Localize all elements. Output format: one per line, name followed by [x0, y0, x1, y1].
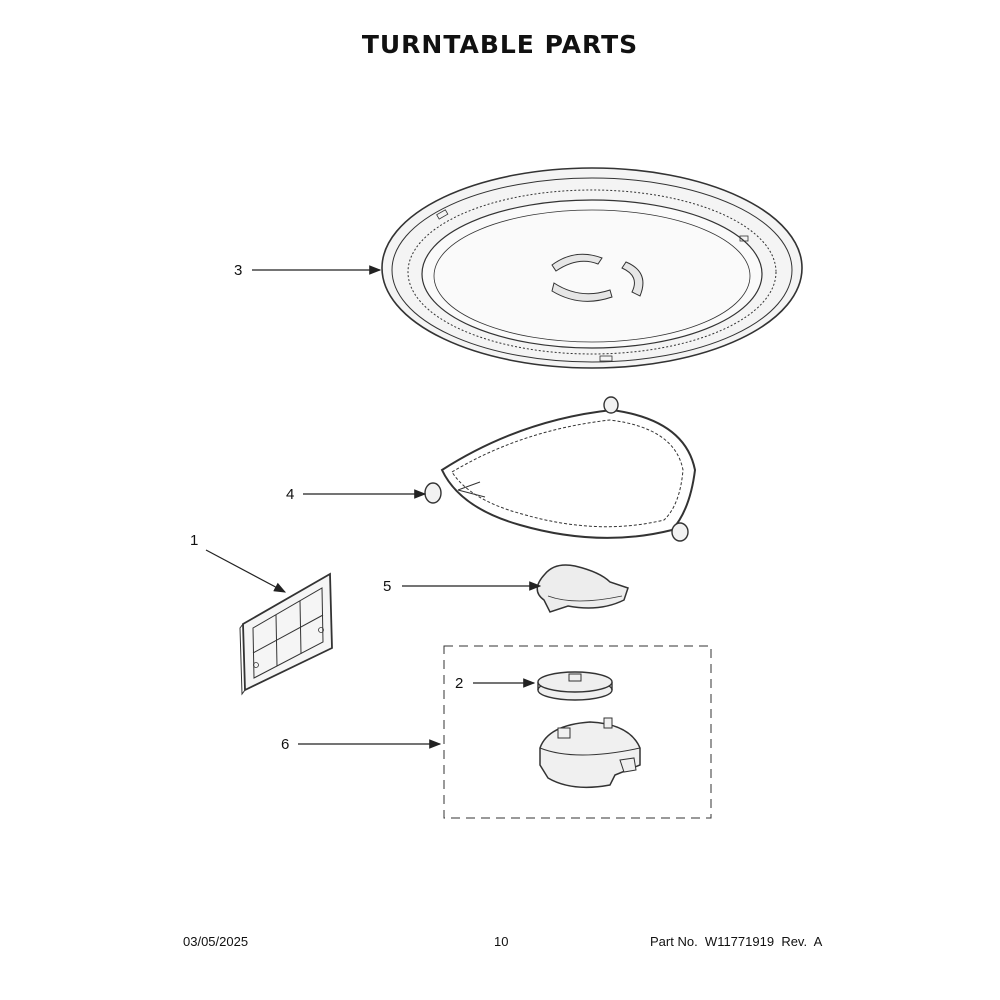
callout-5-label: 5 [383, 578, 392, 595]
footer-date: 03/05/2025 [183, 934, 249, 949]
page-title: TURNTABLE PARTS [361, 30, 639, 59]
part-no-value: W11771919 [704, 934, 775, 949]
callout-3-label: 3 [234, 262, 243, 279]
callout-6-label: 6 [281, 736, 290, 753]
waveguide-cover-part[interactable] [239, 572, 333, 696]
drive-plate-part[interactable] [537, 671, 613, 701]
roller-ring-part[interactable] [424, 396, 697, 542]
callout-2-label: 2 [455, 675, 464, 692]
callout-1-label: 1 [190, 532, 199, 549]
rev-value: A [813, 934, 823, 949]
callout-4-label: 4 [286, 486, 295, 503]
glass-tray-part[interactable] [381, 167, 803, 369]
footer-part-number: Part No. W11771919 Rev. A [650, 934, 822, 949]
part-no-label: Part No. [650, 934, 698, 949]
callout-1-arrow [205, 549, 287, 593]
motor-assembly-box [443, 645, 712, 819]
coupler-part[interactable] [536, 564, 629, 613]
footer-page-number: 10 [494, 934, 509, 949]
turntable-motor-part[interactable] [539, 717, 641, 789]
rev-label: Rev. [781, 934, 808, 949]
